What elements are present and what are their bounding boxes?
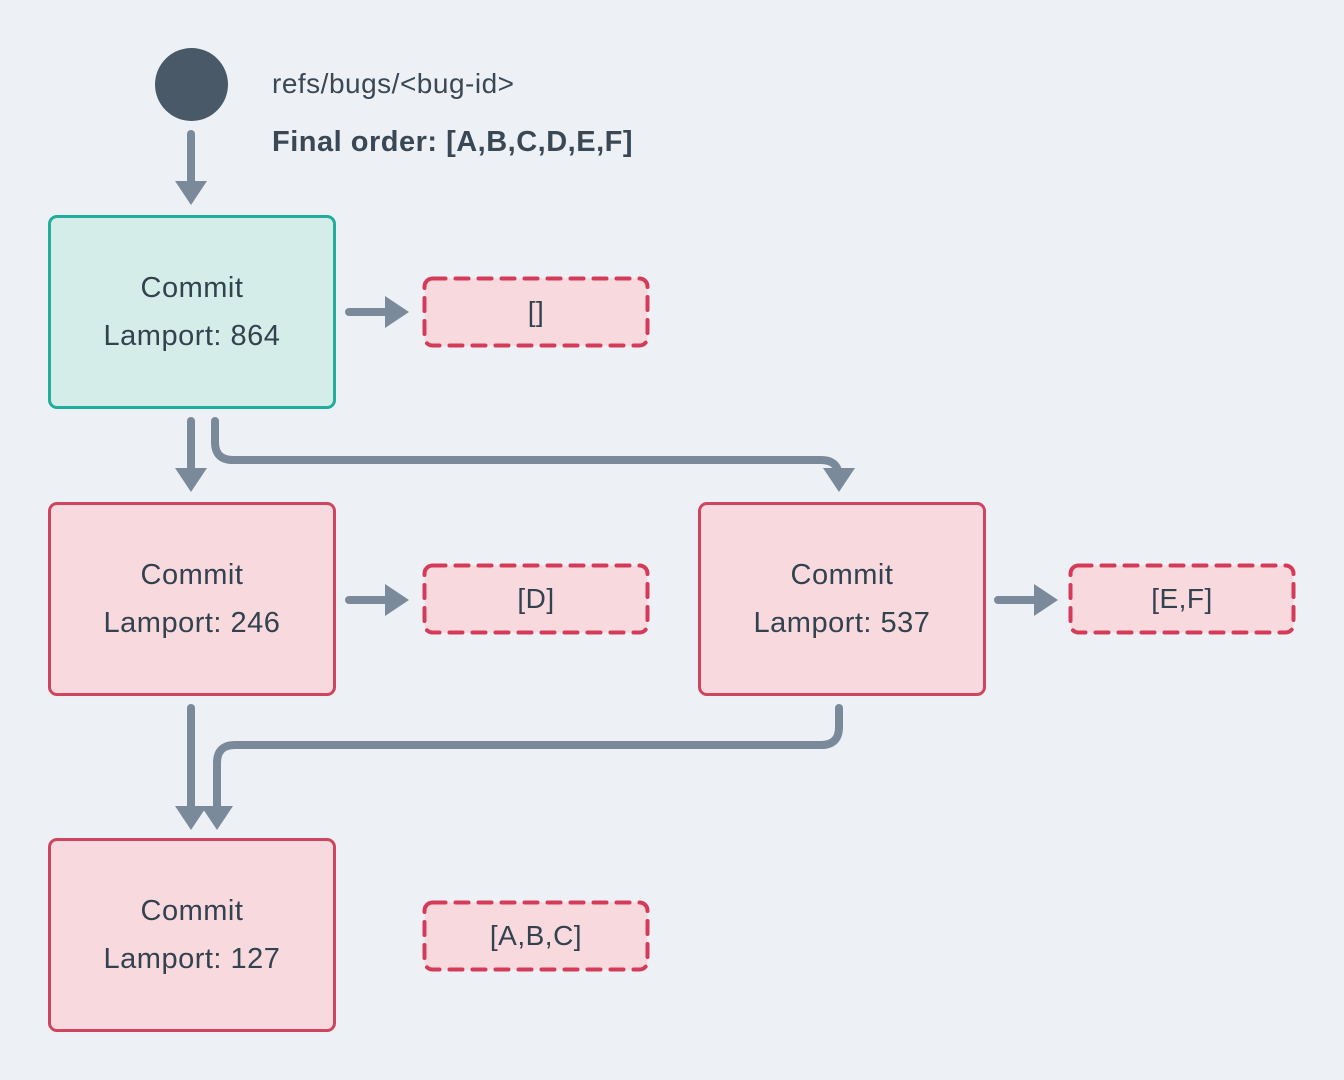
edge-864-to-537	[211, 417, 855, 492]
commit-title: Commit	[140, 559, 244, 591]
commit-node-864: Commit Lamport: 864	[48, 215, 336, 409]
commit-lamport: Lamport: 127	[103, 943, 281, 975]
result-list-127: [A,B,C]	[422, 900, 650, 972]
dashed-border	[1068, 563, 1296, 635]
commit-lamport: Lamport: 864	[103, 320, 281, 352]
commit-node-246: Commit Lamport: 246	[48, 502, 336, 696]
result-list-246: [D]	[422, 563, 650, 635]
ref-node-dot	[155, 48, 228, 121]
final-order-label: Final order: [A,B,C,D,E,F]	[272, 126, 633, 158]
result-list-537: [E,F]	[1068, 563, 1296, 635]
commit-title: Commit	[140, 895, 244, 927]
commit-node-127: Commit Lamport: 127	[48, 838, 336, 1032]
dashed-border	[422, 900, 650, 972]
result-list-864: []	[422, 276, 650, 348]
dashed-border	[422, 563, 650, 635]
commit-lamport: Lamport: 246	[103, 607, 281, 639]
edge-537-to-127	[201, 704, 843, 830]
dashed-border	[422, 276, 650, 348]
result-text: [D]	[517, 583, 555, 614]
result-text: []	[527, 296, 545, 327]
commit-lamport: Lamport: 537	[753, 607, 931, 639]
ref-label: refs/bugs/<bug-id>	[272, 68, 515, 99]
commit-node-537: Commit Lamport: 537	[698, 502, 986, 696]
commit-title: Commit	[140, 272, 244, 304]
result-text: [A,B,C]	[489, 920, 583, 951]
result-text: [E,F]	[1151, 583, 1213, 614]
commit-title: Commit	[790, 559, 894, 591]
